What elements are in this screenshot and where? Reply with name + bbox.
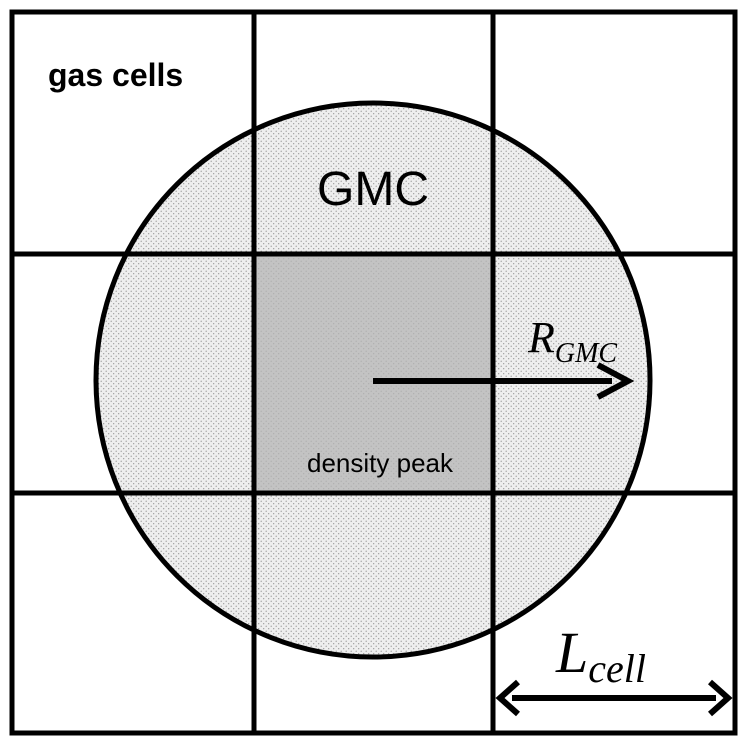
cell-size-subscript: cell [588,646,646,691]
radius-arrow [373,362,635,400]
grid-border [9,9,738,736]
gmc-outline [93,100,653,660]
radius-subscript: GMC [555,338,618,369]
density-peak-label: density peak [307,448,454,478]
gas-cell-grid [9,9,738,736]
radius-label: RGMC [527,313,617,369]
cell-size-symbol: L [555,620,588,685]
gmc-label: GMC [317,163,429,216]
radius-symbol: R [527,313,555,362]
cell-size-label: Lcell [555,620,646,691]
cell-size-arrow [495,679,733,717]
gas-cells-label: gas cells [48,57,183,93]
